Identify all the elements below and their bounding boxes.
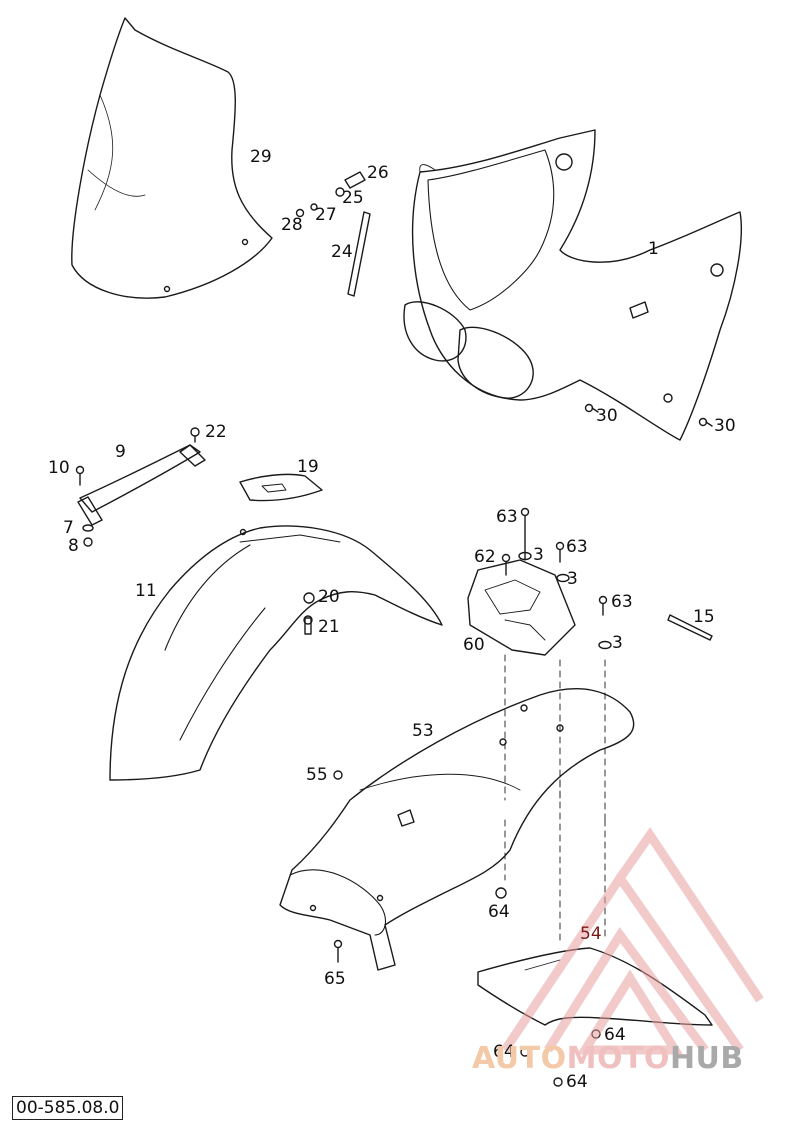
watermark-auto: AUTO [472,1041,567,1076]
part-label: 63 [566,537,588,557]
part-label: 11 [135,581,157,601]
washer-3-b [556,573,570,583]
washer-7 [82,524,94,532]
watermark-logo [501,827,764,1055]
washer-3-c [598,640,612,650]
part-label: 62 [474,547,496,567]
part-label: 19 [297,457,319,477]
bolt-63-c [598,595,608,616]
plate-19 [239,473,323,502]
number-plate-bracket-60 [467,559,576,656]
bolt-62 [501,553,511,576]
bolt-10 [75,465,85,486]
part-label: 7 [63,518,74,538]
part-label: 3 [533,545,544,565]
part-label: 3 [612,633,623,653]
part-label: 22 [205,422,227,442]
nut-64-d [553,1077,563,1087]
screw-set-25-28 [295,171,371,297]
bolt-30-left [584,403,599,413]
part-label: 60 [463,635,485,655]
part-label: 28 [281,215,303,235]
part-label: 55 [306,765,328,785]
part-label: 10 [48,458,70,478]
watermark-hub: HUB [669,1041,744,1076]
part-label: 30 [596,406,618,426]
nut-8 [83,537,93,547]
windscreen-29 [71,17,273,299]
part-label: 1 [648,239,659,259]
bolt-63-b [555,541,565,563]
nut-20 [303,592,315,604]
front-fender-11 [109,525,443,781]
bolt-22 [190,427,200,443]
part-label: 21 [318,617,340,637]
clip-55 [333,770,343,780]
part-label: 64 [488,902,510,922]
part-label: 54 [580,924,602,944]
part-label: 24 [331,242,353,262]
watermark-moto: MOTO [566,1041,670,1076]
rear-fender-53 [279,688,635,971]
part-label: 64 [493,1042,515,1062]
part-label: 63 [496,507,518,527]
part-label: 8 [68,536,79,556]
part-label: 64 [566,1072,588,1092]
part-label: 30 [714,416,736,436]
part-label: 63 [611,592,633,612]
part-label: 25 [342,188,364,208]
part-label: 29 [250,147,272,167]
part-label: 9 [115,442,126,462]
part-label: 65 [324,969,346,989]
washer-3-a [518,551,532,561]
part-label: 20 [318,587,340,607]
part-label: 26 [367,163,389,183]
headlight-mask-1 [403,129,742,441]
bolt-21 [303,615,313,635]
assembly-guides [504,654,606,941]
part-label: 27 [315,205,337,225]
rod-15 [667,614,713,641]
part-label: 64 [604,1025,626,1045]
part-label: 15 [693,607,715,627]
bolt-65 [333,939,343,963]
nut-64-a [495,887,507,899]
bracket-9 [77,444,206,526]
watermark-wordmark: AUTOMOTOHUB [472,1044,744,1074]
part-label: 53 [412,721,434,741]
bolt-30-right [698,417,713,427]
part-label: 3 [567,569,578,589]
drawing-code: 00-585.08.0 [12,1096,124,1120]
nut-64-c [520,1047,530,1057]
